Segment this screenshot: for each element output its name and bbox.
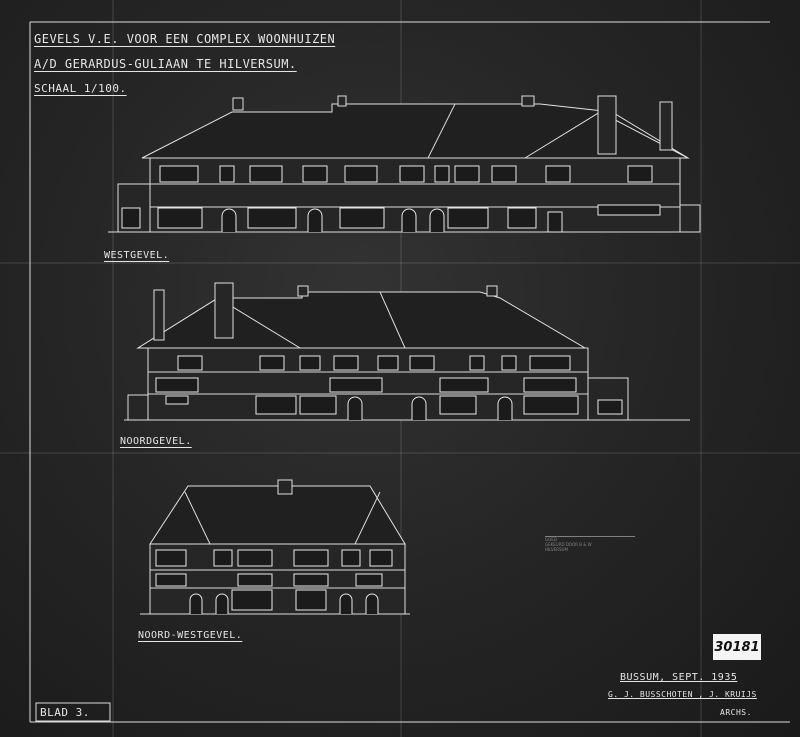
stamp-line: GEKEURD DOOR B & W — [545, 542, 592, 547]
fold-crease — [0, 452, 800, 454]
sheet-label: BLAD 3. — [40, 706, 90, 719]
drawing-scale: SCHAAL 1/100. — [34, 82, 127, 95]
label-north-elevation: NOORDGEVEL. — [120, 436, 192, 447]
stamp-line: HILVERSUM — [545, 547, 568, 552]
stamp-line: GOED — [545, 537, 557, 542]
fold-crease — [700, 0, 702, 737]
fold-crease — [112, 0, 114, 737]
drawing-title-line-2: A/D GERARDUS-GULIAAN TE HILVERSUM. — [34, 57, 297, 71]
sheet-label-box — [35, 702, 111, 722]
north-west-elevation — [140, 479, 410, 615]
label-west-elevation: WESTGEVEL. — [104, 250, 170, 261]
fold-crease — [0, 262, 800, 264]
signature-architect: G. J. BUSSCHOTEN , J. KRUIJS — [608, 690, 757, 699]
west-elevation — [108, 95, 701, 233]
archive-number-label: 30181 — [713, 634, 761, 660]
drawing-title-line-1: GEVELS V.E. VOOR EEN COMPLEX WOONHUIZEN — [34, 32, 336, 46]
north-elevation — [124, 282, 690, 421]
signature-date: BUSSUM, SEPT. 1935 — [620, 672, 738, 683]
approval-stamp: GOED GEKEURD DOOR B & W HILVERSUM — [545, 536, 635, 552]
signature-role: ARCHS. — [720, 708, 752, 717]
label-north-west-elevation: NOORD-WESTGEVEL. — [138, 630, 243, 641]
